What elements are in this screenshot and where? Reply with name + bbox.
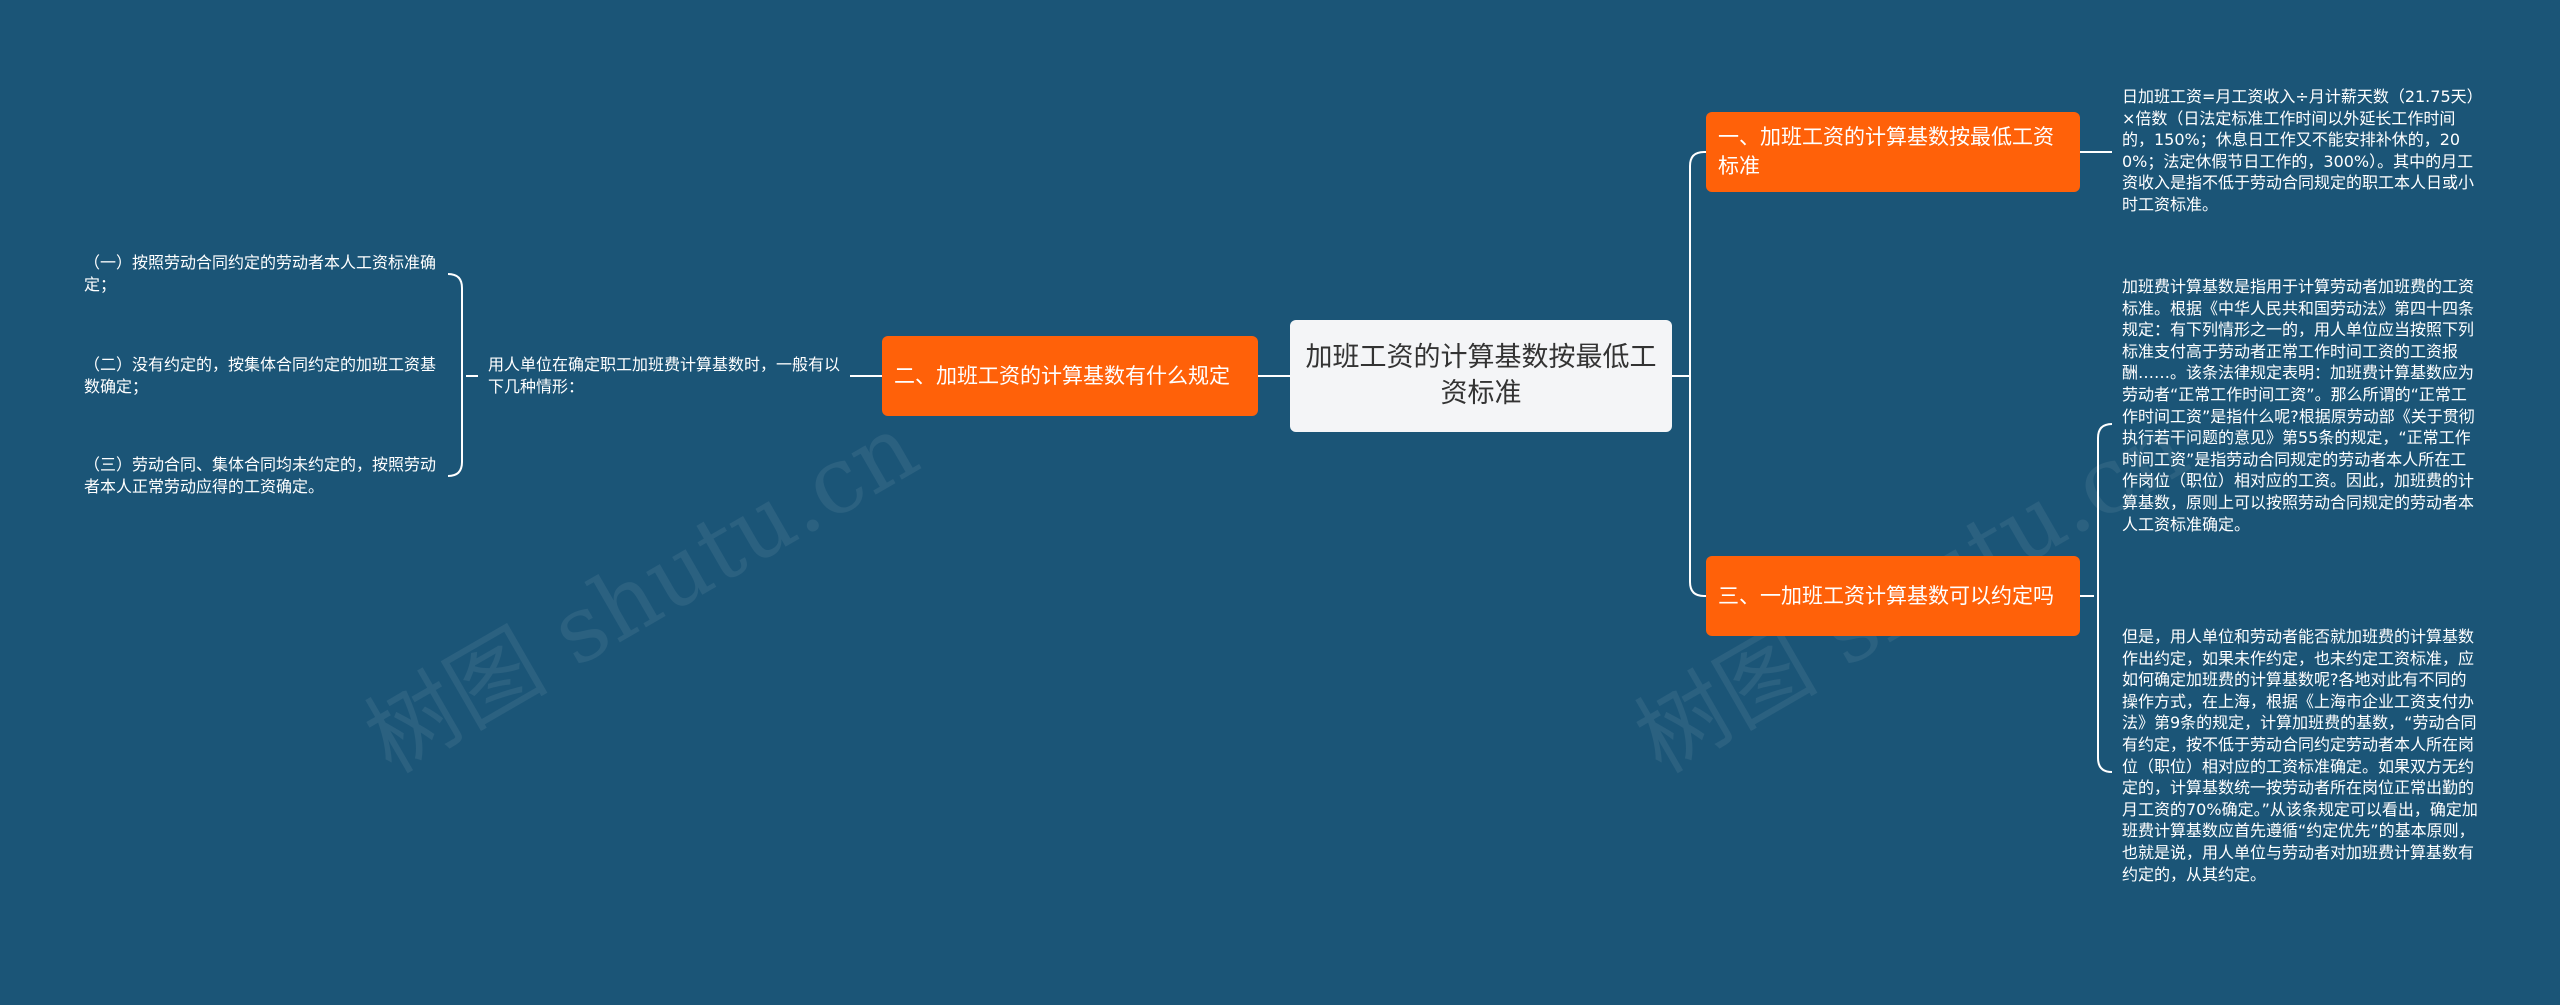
center-topic-label: 加班工资的计算基数按最低工资标准: [1305, 342, 1657, 409]
branch-2-leaf-1: （一）按照劳动合同约定的劳动者本人工资标准确定；: [84, 253, 437, 294]
branch-1-leaf-1: 日加班工资=月工资收入÷月计薪天数（21.75天）×倍数（日法定标准工作时间以外…: [2122, 87, 2475, 214]
branch-3-leaf-1: 加班费计算基数是指用于计算劳动者加班费的工资标准。根据《中华人民共和国劳动法》第…: [2122, 277, 2475, 534]
branch-node-3-label: 三、一加班工资计算基数可以约定吗: [1718, 583, 2054, 608]
branch-2-intermediate: 用人单位在确定职工加班费计算基数时，一般有以下几种情形：: [488, 355, 841, 396]
connector-mid-bracket: [447, 273, 478, 477]
branch-node-2-label: 二、加班工资的计算基数有什么规定: [894, 363, 1230, 388]
branch-2-leaf-2: （二）没有约定的，按集体合同约定的加班工资基数确定；: [84, 355, 437, 396]
connector-center-right: [1672, 151, 1706, 597]
center-topic[interactable]: 加班工资的计算基数按最低工资标准: [1290, 320, 1672, 432]
branch-node-2[interactable]: 二、加班工资的计算基数有什么规定: [882, 336, 1258, 416]
branch-node-1-label: 一、加班工资的计算基数按最低工资标准: [1718, 125, 2054, 178]
branch-node-1[interactable]: 一、加班工资的计算基数按最低工资标准: [1706, 112, 2080, 192]
connector-b3-bracket: [2080, 423, 2113, 773]
branch-3-leaf-2: 但是，用人单位和劳动者能否就加班费的计算基数作出约定，如果未作约定，也未约定工资…: [2122, 627, 2478, 884]
branch-node-3[interactable]: 三、一加班工资计算基数可以约定吗: [1706, 556, 2080, 636]
branch-2-leaf-3: （三）劳动合同、集体合同均未约定的，按照劳动者本人正常劳动应得的工资确定。: [84, 455, 437, 496]
